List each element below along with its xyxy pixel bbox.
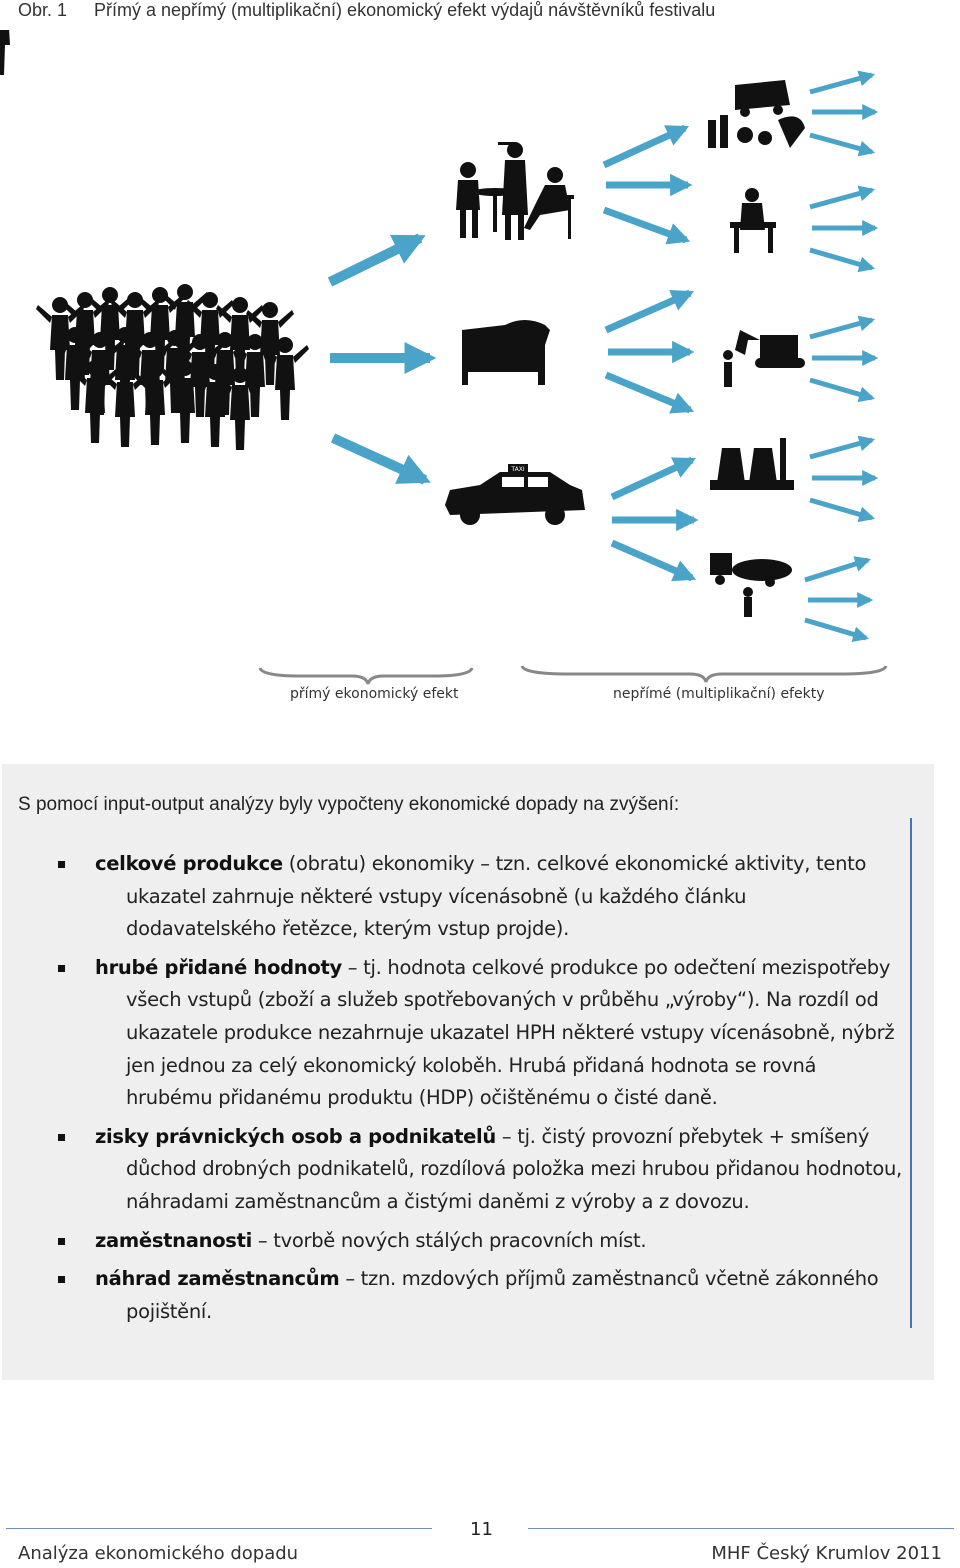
supplies-icon [708,80,805,148]
bullet-icon [58,1238,65,1245]
crowd-icon [0,30,309,450]
indirect-effect-label: nepřímé (multiplikační) efekty [613,686,824,702]
panel-intro: S pomocí input-output analýzy byly vypoč… [18,794,679,816]
indirect-arrows-level1 [604,128,694,578]
item-term: zisky právnických osob a podnikatelů [95,1125,496,1148]
worker-icon [730,188,776,253]
indirect-brace [522,666,886,682]
direct-brace [260,668,472,684]
direct-effect-label: přímý ekonomický efekt [290,686,458,702]
direct-arrows [330,238,430,480]
item-term: hrubé přidané hodnoty [95,956,342,979]
impact-list: celkové produkce (obratu) ekonomiky – tz… [2,848,902,1334]
footer-right-text: MHF Český Krumlov 2011 [711,1543,942,1564]
bullet-icon [58,1276,65,1283]
restaurant-icon [456,142,574,240]
list-item: zisky právnických osob a podnikatelů – t… [2,1121,902,1219]
braces [260,666,886,684]
factory-icon [710,438,794,490]
footer-rule-right [528,1528,954,1529]
economic-effect-figure: TAXI [0,30,960,730]
item-term: celkové produkce [95,852,283,875]
figure-number: Obr. 1 [18,0,94,21]
figure-title: Přímý a nepřímý (multiplikační) ekonomic… [94,0,715,20]
bed-icon [462,320,550,385]
excavator-icon [723,330,805,387]
footer-left-text: Analýza ekonomického dopadu [18,1543,298,1564]
page-number: 11 [470,1519,493,1540]
item-term: zaměstnanosti [95,1229,252,1252]
info-panel: S pomocí input-output analýzy byly vypoč… [2,764,934,1380]
figure-illustration: TAXI [0,30,960,730]
taxi-icon: TAXI [445,464,585,525]
list-item: celkové produkce (obratu) ekonomiky – tz… [2,848,902,946]
list-item: náhrad zaměstnancům – tzn. mzdových příj… [2,1263,902,1328]
item-term: náhrad zaměstnancům [95,1267,339,1290]
item-description: – tvorbě nových stálých pracovních míst. [252,1229,646,1252]
bullet-icon [58,861,65,868]
taxi-sign: TAXI [510,466,524,473]
bullet-icon [58,965,65,972]
list-item: hrubé přidané hodnoty – tj. hodnota celk… [2,952,902,1115]
footer-rule-left [6,1528,432,1529]
arrow-to-restaurant [330,238,420,282]
truck-icon [710,553,792,617]
bullet-icon [58,1134,65,1141]
panel-accent-line [910,818,912,1328]
list-item: zaměstnanosti – tvorbě nových stálých pr… [2,1225,902,1258]
arrow-to-transport [333,438,425,480]
indirect-arrows-level2 [805,75,875,638]
